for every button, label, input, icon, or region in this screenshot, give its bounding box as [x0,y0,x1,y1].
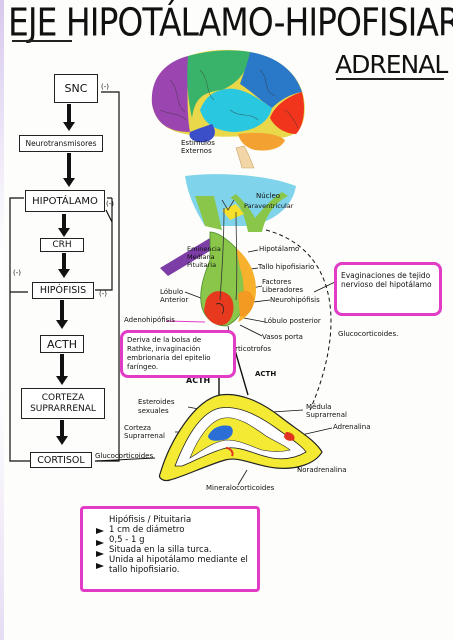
glucocorticoides-label: Glucocorticoides. [338,330,399,338]
adrenalina-label: Adrenalina [333,423,371,431]
hipofisis-summary-note: Hipófisis / Pituitaria 1 cm de diámetro … [80,506,260,592]
corticotrofos-label: Corticotrofos [226,345,272,353]
note-line-5: Unida al hipotálamo mediante el tallo hi… [109,555,248,575]
crh-box: CRH [40,238,84,252]
hipofisis-box: HIPÓFISIS [32,282,94,299]
acth-left-label: ACTH [186,376,211,385]
neurohipofisis-label: Neurohipófisis [270,296,320,304]
evaginaciones-text: Evaginaciones de tejido nervioso del hip… [341,271,432,289]
glucocorticoides-feedback-label: Glucocorticoides [95,452,154,460]
esteroides-sexuales-label: Esteroides sexuales [138,398,175,415]
mineralocorticoides-label: Mineralocorticoides [206,484,275,492]
note-line-4: Situada en la silla turca. [109,545,212,555]
page-subtitle: ADRENAL [335,50,448,79]
page-title: EJE HIPOTÁLAMO-HIPOFISIARIO - [8,0,453,45]
vasos-porta-label: Vasos porta [262,333,303,341]
factores-liberadores-label: Factores Liberadores [262,278,304,294]
note-line-1: Hipófisis / Pituitaria [109,515,192,525]
acth-right-label: ACTH [255,370,277,378]
acth-box: ACTH [40,335,84,353]
corteza-suprarrenal-label: Corteza Suprarrenal [124,424,165,440]
cortisol-box: CORTISOL [30,452,92,468]
corteza-suprarrenal-box: CORTEZA SUPRARRENAL [21,388,105,419]
tallo-hipofisiario-label: Tallo hipofisiario [258,263,315,271]
hipotalamo-box: HIPOTÁLAMO [25,190,105,212]
medula-suprarrenal-label: Médula Suprarrenal [306,403,347,419]
deriva-note: Deriva de la bolsa de Rathke, invaginaci… [120,330,236,378]
estimulos-externos-label: Estímulos Externos [181,139,215,155]
snc-box: SNC [54,74,98,103]
nucleo-label: Núcleo [256,192,281,200]
flow-arrows [56,104,75,445]
feedback-lines [9,91,120,462]
deriva-text: Deriva de la bolsa de Rathke, invaginaci… [127,336,211,371]
evaginaciones-note: Evaginaciones de tejido nervioso del hip… [334,262,442,316]
pink-connectors [165,320,206,323]
lobulo-posterior-label: Lóbulo posterior [264,317,321,325]
hipofisis-inhibition-label: (-) [99,290,107,298]
cortisol-gluco-line [94,457,156,462]
title-underline [12,40,72,42]
adenohipofisis-label: Adenohipófisis [124,316,175,324]
eminencia-mediana-label: Eminencia Mediana Pituitaria [187,245,221,269]
hipotalamo-label: Hipotálamo [259,245,300,253]
paraventricular-label: Paraventricular [244,202,294,210]
neurotransmisores-box: Neurotransmisores [19,135,103,152]
hipotalamo-inhibition-label: (-) [106,200,114,208]
left-inhibition-label: (-) [13,269,21,277]
left-edge-decoration [0,0,4,640]
noradrenalina-label: Noradrenalina [297,466,347,474]
note-line-3: 0,5 - 1 g [109,535,145,545]
snc-inhibition-label: (-) [101,83,109,91]
note-line-2: 1 cm de diámetro [109,525,185,535]
lobulo-anterior-label: Lóbulo Anterior [160,288,189,304]
subtitle-underline [336,78,444,80]
